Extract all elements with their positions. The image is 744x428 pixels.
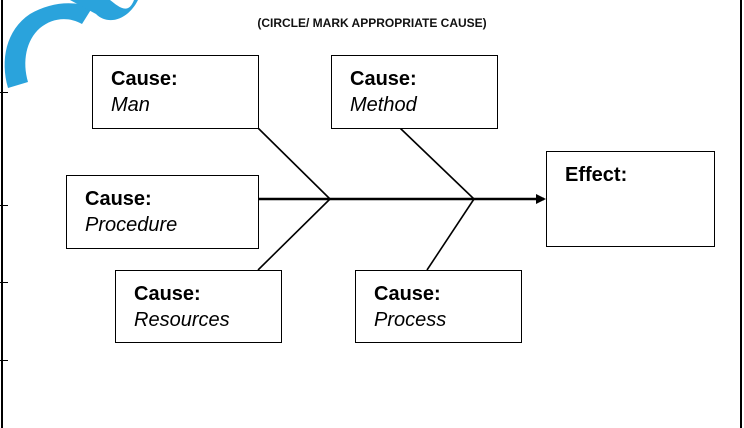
row-divider xyxy=(0,282,8,283)
cause-value: Resources xyxy=(134,309,230,331)
cause-label: Cause: xyxy=(111,68,178,90)
cause-box-process[interactable]: Cause: Process xyxy=(355,270,522,343)
logo-arc-outer xyxy=(4,3,92,89)
cause-box-method[interactable]: Cause: Method xyxy=(331,55,498,129)
form-left-border xyxy=(1,0,3,428)
cause-label: Cause: xyxy=(374,283,441,305)
effect-box[interactable]: Effect: xyxy=(546,151,715,247)
cause-value: Procedure xyxy=(85,214,178,236)
bone-process xyxy=(426,198,475,271)
bone-resources xyxy=(257,198,331,271)
cause-value: Man xyxy=(111,94,150,116)
row-divider xyxy=(0,92,8,93)
bone-man xyxy=(257,127,331,200)
cause-box-resources[interactable]: Cause: Resources xyxy=(115,270,282,343)
cause-box-procedure[interactable]: Cause: Procedure xyxy=(66,175,259,249)
cause-label: Cause: xyxy=(134,283,201,305)
row-divider xyxy=(0,360,8,361)
brand-logo xyxy=(4,0,138,89)
form-right-border xyxy=(740,0,742,428)
logo-arc-top xyxy=(70,0,138,21)
cause-value: Method xyxy=(350,94,417,116)
row-divider xyxy=(0,205,8,206)
cause-label: Cause: xyxy=(350,68,417,90)
effect-label: Effect: xyxy=(565,164,628,186)
cause-value: Process xyxy=(374,309,447,331)
cause-box-man[interactable]: Cause: Man xyxy=(92,55,259,129)
cause-label: Cause: xyxy=(85,188,152,210)
instruction-text: (CIRCLE/ MARK APPROPRIATE CAUSE) xyxy=(257,16,487,30)
bone-method xyxy=(399,127,475,200)
